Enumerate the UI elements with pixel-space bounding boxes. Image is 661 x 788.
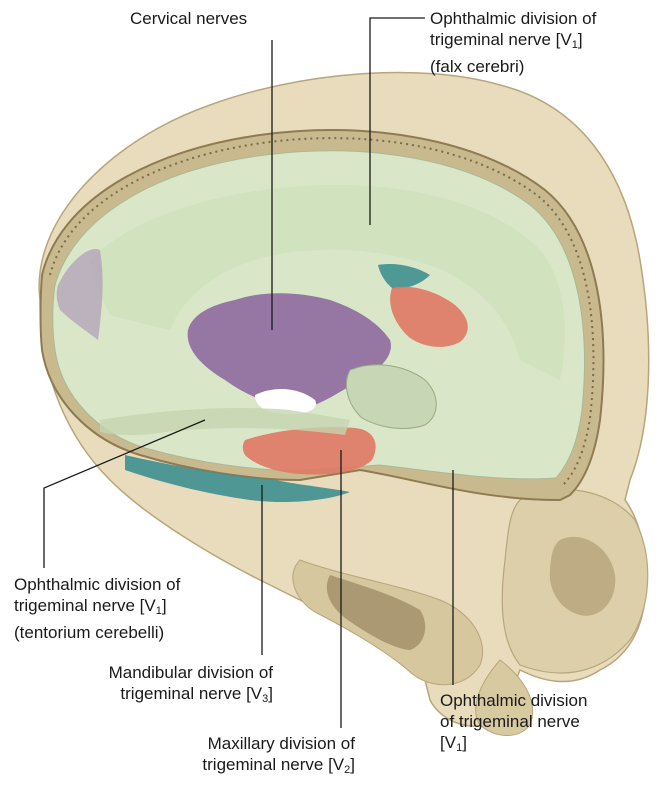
label-mandibular: Mandibular division of trigeminal nerve [… — [60, 662, 273, 710]
label-line: Ophthalmic division of — [430, 9, 597, 28]
subscript: 1 — [456, 742, 463, 754]
label-line: trigeminal nerve [V1] — [430, 30, 583, 51]
label-line: [V1] — [440, 733, 467, 754]
label-line: (tentorium cerebelli) — [14, 623, 165, 642]
orbit-shadow — [549, 536, 616, 616]
leader-line-oph-tentorium — [43, 419, 206, 568]
v2-region-upper — [390, 286, 468, 347]
v1-region-lower — [125, 455, 350, 503]
label-line: Ophthalmic division of — [14, 575, 181, 594]
subscript: 1 — [571, 39, 578, 51]
sella-turcica-region — [346, 364, 437, 430]
falx-cerebri — [90, 185, 565, 380]
cervical-region-posterior — [56, 249, 103, 340]
label-line: (falx cerebri) — [430, 57, 525, 76]
leader-line-oph-falx — [369, 17, 425, 225]
diploe-pattern — [49, 137, 595, 487]
label-maxillary: Maxillary division of trigeminal nerve [V… — [150, 733, 355, 781]
subscript: 1 — [155, 605, 162, 617]
label-line: Mandibular division of — [108, 663, 273, 682]
label-cervical-nerves: Cervical nerves — [130, 8, 247, 29]
petrous-ridge — [100, 408, 350, 435]
v2-region-lower — [242, 427, 376, 475]
label-line: Maxillary division of — [207, 734, 355, 753]
label-ophthalmic-anterior: Ophthalmic division of trigeminal nerve [V… — [440, 690, 587, 759]
label-line: trigeminal nerve [V1] — [14, 596, 167, 617]
v1-region-upper — [378, 264, 430, 289]
label-ophthalmic-falx: Ophthalmic division of trigeminal nerve [… — [430, 8, 596, 77]
label-ophthalmic-tentorium: Ophthalmic division of trigeminal nerve [… — [14, 574, 180, 643]
label-line: trigeminal nerve [V3] — [120, 684, 273, 705]
foramen-magnum — [255, 388, 316, 415]
label-line: of trigeminal nerve — [440, 712, 580, 731]
label-line: trigeminal nerve [V2] — [202, 755, 355, 776]
cervical-region — [187, 293, 391, 410]
subscript: 3 — [262, 693, 269, 705]
label-line: Ophthalmic division — [440, 691, 588, 710]
temporal-fossa-opening — [326, 575, 426, 650]
mandible-fragment — [475, 659, 534, 736]
label-line: Cervical nerves — [130, 9, 248, 28]
subscript: 2 — [344, 764, 351, 776]
